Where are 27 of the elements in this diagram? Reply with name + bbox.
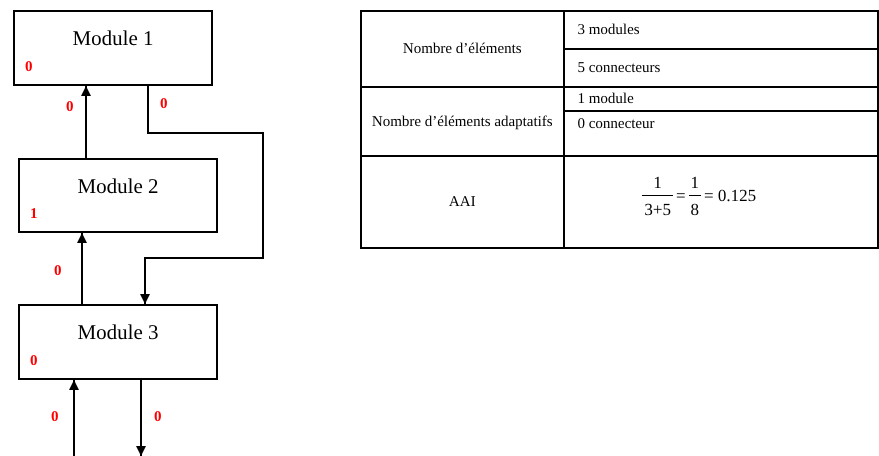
- module-name: Module 3: [76, 320, 160, 345]
- formula-text: =: [676, 186, 686, 205]
- table-cell: 1 module: [564, 87, 878, 111]
- numerator: 1: [690, 172, 700, 194]
- table-cell: 3 modules: [564, 11, 878, 49]
- arrow: [77, 233, 87, 304]
- numerator: 1: [653, 172, 662, 194]
- module-box: [13, 10, 213, 86]
- adaptive-count: 0: [25, 59, 32, 76]
- table-cell: Nombre d’éléments: [361, 11, 564, 87]
- arrow: [136, 380, 146, 456]
- module-box: [18, 158, 218, 233]
- module-name: Module 2: [76, 174, 160, 199]
- table-cell: 5 connecteurs: [564, 49, 878, 87]
- table-cell: Nombre d’éléments adaptatifs: [361, 87, 564, 156]
- module-box: [18, 304, 218, 380]
- arrow: [81, 86, 91, 158]
- denominator: 3+5: [642, 194, 673, 220]
- arrow: [69, 380, 79, 456]
- denominator: 8: [688, 194, 702, 220]
- arrow: [140, 86, 264, 304]
- formula-text: = 0.125: [704, 186, 756, 205]
- adaptive-count: 1: [30, 206, 38, 223]
- adaptive-count: 0: [30, 353, 38, 370]
- table-cell: 0 connecteur: [564, 111, 878, 156]
- table-cell: AAI: [361, 156, 564, 248]
- module-name: Module 1: [71, 26, 155, 51]
